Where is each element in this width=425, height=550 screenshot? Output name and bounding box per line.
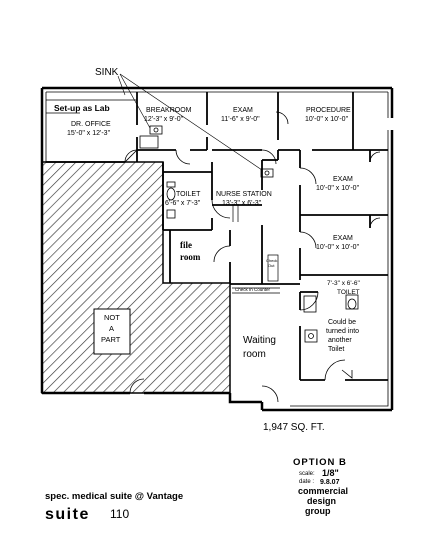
company-name-line2: design [307,496,336,506]
nurse-station-sink-icon [260,168,274,178]
convert-note-line3: another [328,337,352,344]
exam1-dims: 11'-6" x 9'-0" [221,116,260,123]
toilet1-dims: 6'-6" x 7'-3" [165,200,201,207]
project-subtitle: spec. medical suite @ Vantage [45,491,183,502]
not-a-part-label-line2: A [109,324,114,333]
convert-note-line4: Toilet [328,346,344,353]
suite-number: 110 [110,507,129,521]
date-value: 9.8.07 [320,479,340,486]
check-out-label-line1: Check [266,258,277,263]
waiting-room-label-line1: Waiting [243,335,276,346]
option-title: OPTION B [293,457,347,468]
breakroom-dims: 12'-3" x 9'-0" [144,116,184,123]
toilet-fixture-icon [166,181,176,219]
company-name-line1: commercial [298,486,348,496]
not-a-part-label-line3: PART [101,335,121,344]
date-label: date : [299,479,314,485]
toilet1-name: TOILET [176,191,201,198]
converted-toilet-fixture-icon [304,329,353,379]
not-a-part-hatched-area [41,161,231,394]
interior-walls [46,92,388,381]
exam2-name: EXAM [333,176,353,183]
nurse-station-name: NURSE STATION [216,191,272,198]
toilet2-dims: 7'-3" x 6'-6" [327,280,360,287]
breakroom-name: BREAKROOM [146,107,192,114]
exterior-walls [40,86,394,412]
exam2-dims: 10'-0" x 10'-0" [316,185,360,192]
waiting-room-label-line2: room [243,349,266,360]
file-room-label-line2: room [180,252,201,262]
procedure-name: PROCEDURE [306,107,351,114]
exam1-name: EXAM [233,107,253,114]
sink-callout-lines [117,73,263,171]
sink-callout-label: SINK [95,67,119,78]
scale-label: scale: [299,471,315,477]
exterior-wall-inner-lines [45,91,389,407]
toilet2-name: TOILET [337,289,360,296]
not-a-part-label-line1: NOT [104,313,120,322]
counters [46,99,280,294]
lab-note: Set-up as Lab [54,103,110,113]
not-a-part-label-box [93,308,131,355]
company-name-line3: group [305,506,331,516]
scale-value: 1/8" [322,468,339,478]
convert-note-line1: Could be [328,319,356,326]
breakroom-sink-icon [139,125,163,149]
suite-word: suite [45,506,90,523]
door-swings [124,111,381,403]
convert-note-line2: turned into [326,328,359,335]
toilet-2-fixture-icon [303,294,359,313]
square-footage: 1,947 SQ. FT. [263,422,325,433]
dr-office-dims: 15'-0" x 12'-3" [67,130,111,137]
dr-office-name: DR. OFFICE [71,121,111,128]
nurse-station-dims: 13'-3" x 6'-3" [222,200,262,207]
procedure-dims: 10'-0" x 10'-0" [305,116,349,123]
file-room-label-line1: file [180,240,192,250]
check-out-label-line2: Out [268,263,275,268]
exam3-dims: 10'-0" x 10'-0" [316,244,360,251]
exam3-name: EXAM [333,235,353,242]
check-in-counter-label: Check In Counter [235,287,271,292]
